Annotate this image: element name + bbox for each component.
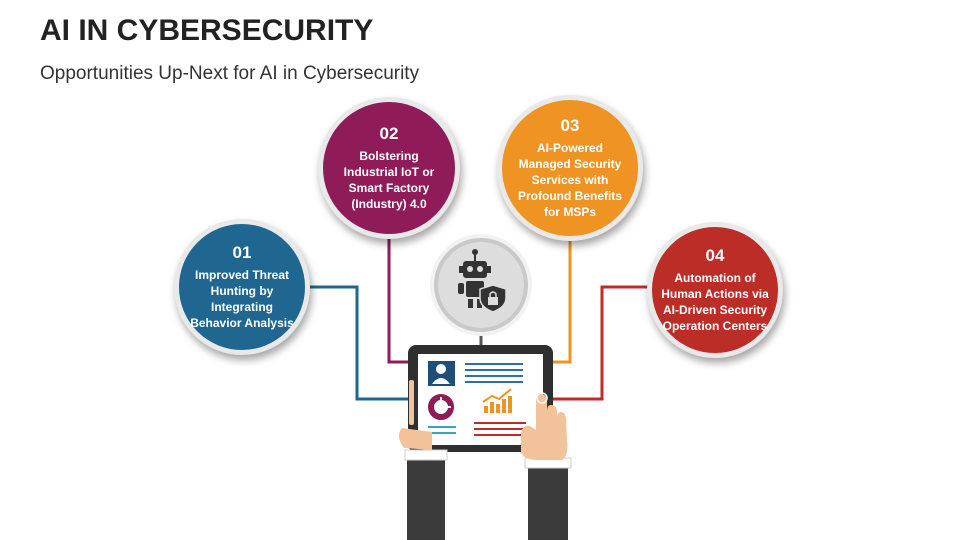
step-01-circle: 01 Improved Threat Hunting by Integratin… — [174, 219, 310, 355]
step-03-circle: 03 AI-Powered Managed Security Services … — [497, 95, 643, 241]
robot-shield-icon — [430, 234, 532, 336]
step-04-circle: 04 Automation of Human Actions via AI-Dr… — [647, 222, 783, 358]
connector-02 — [387, 237, 410, 364]
connector-04 — [552, 285, 652, 401]
tablet-dashboard-icon — [408, 345, 553, 452]
step-03-number: 03 — [560, 116, 580, 135]
left-hand-icon — [398, 380, 448, 540]
connector-03 — [550, 240, 572, 364]
step-01-text: Improved Threat Hunting by Integrating B… — [190, 268, 294, 330]
step-04-text: Automation of Human Actions via AI-Drive… — [661, 271, 769, 333]
page-title: AI IN CYBERSECURITY — [40, 14, 374, 47]
step-04-number: 04 — [705, 246, 725, 265]
step-02-number: 02 — [379, 124, 399, 143]
step-02-circle: 02 Bolstering Industrial IoT or Smart Fa… — [318, 97, 460, 239]
step-03-text: AI-Powered Managed Security Services wit… — [518, 141, 622, 219]
step-01-number: 01 — [232, 243, 252, 262]
page-subtitle: Opportunities Up-Next for AI in Cybersec… — [40, 63, 420, 84]
step-02-text: Bolstering Industrial IoT or Smart Facto… — [343, 149, 435, 211]
right-hand-icon — [521, 392, 572, 540]
connector-01 — [305, 285, 410, 401]
